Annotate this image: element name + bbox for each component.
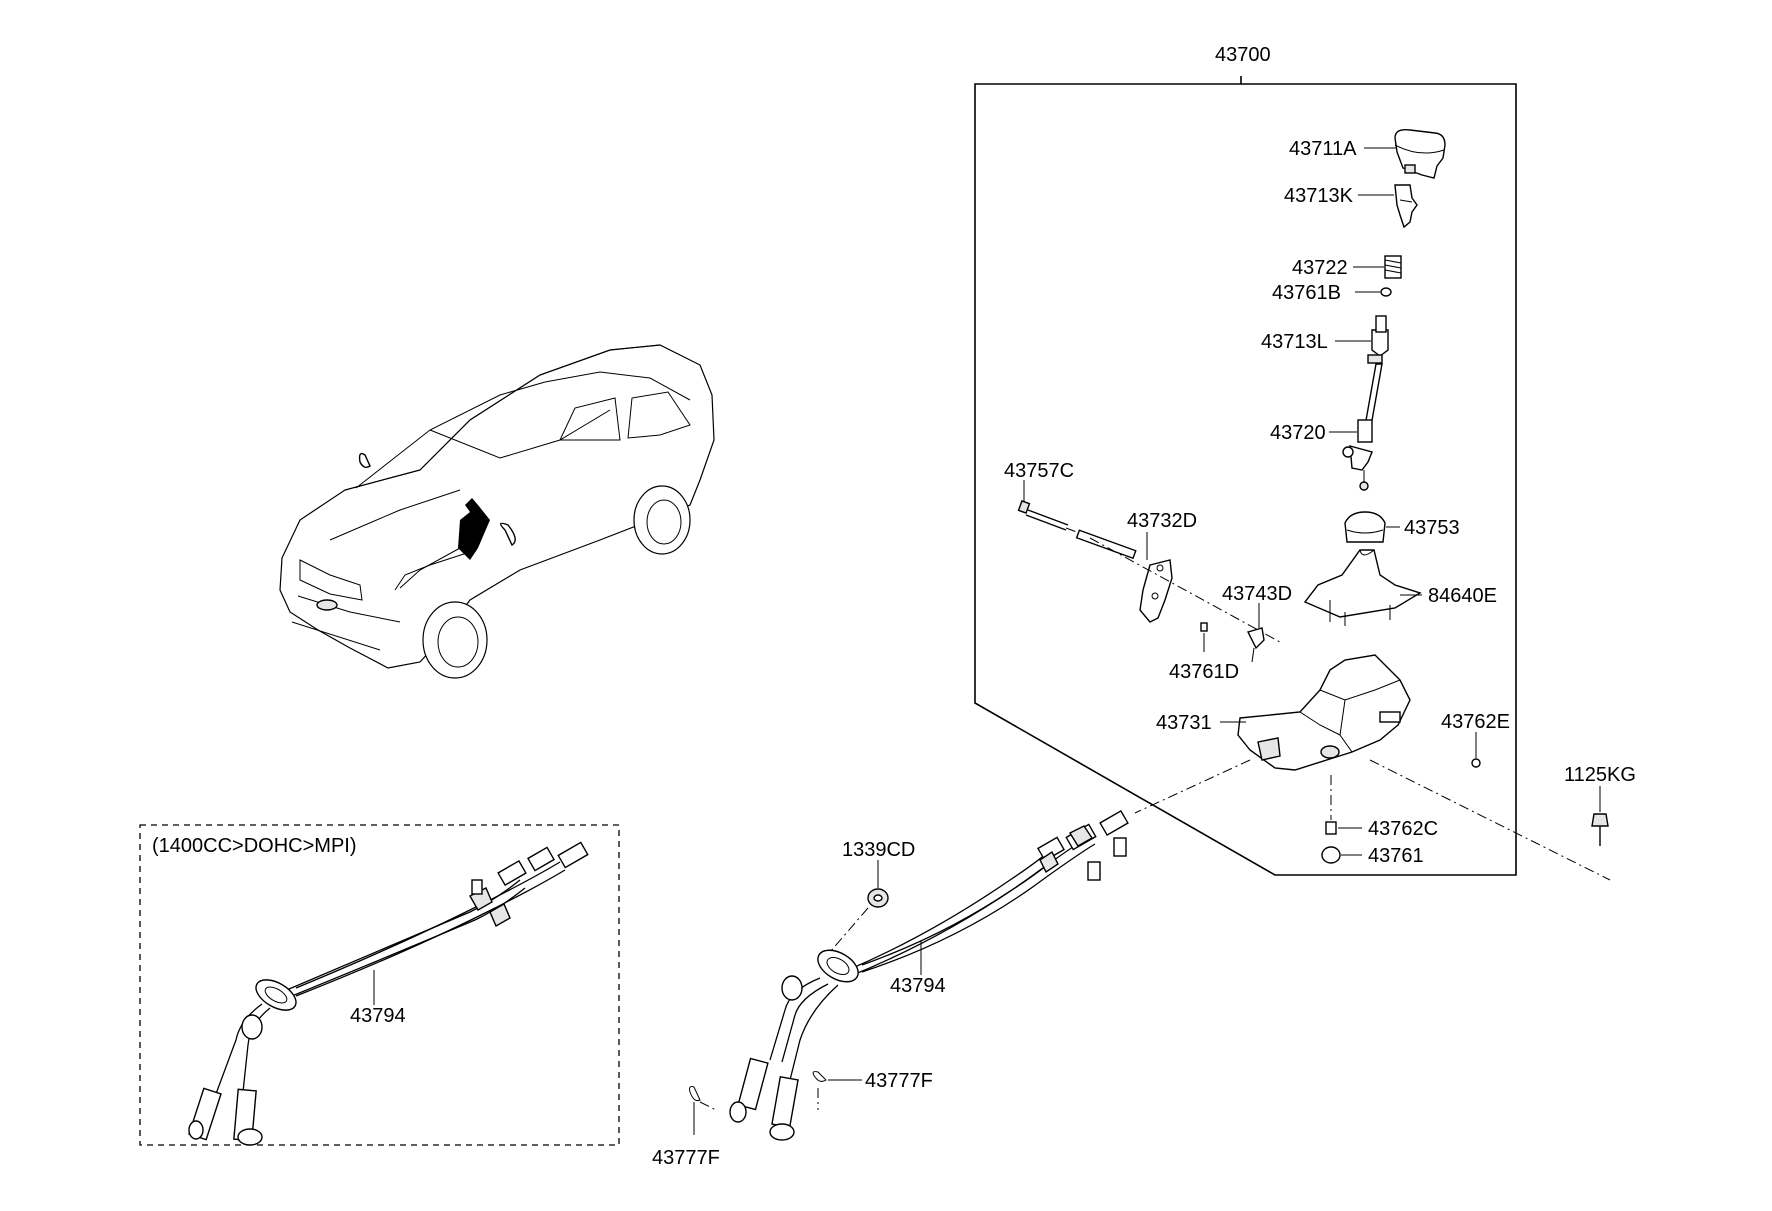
part-43753-shape (1344, 511, 1386, 543)
label-43731[interactable]: 43731 (1156, 712, 1212, 734)
main-cable-assembly (729, 809, 1129, 1141)
label-43711A[interactable]: 43711A (1289, 138, 1357, 160)
assembly-label[interactable]: 43700 (1215, 44, 1271, 66)
part-43713L-shape (1367, 315, 1389, 364)
label-1339CD[interactable]: 1339CD (842, 839, 915, 861)
label-43722[interactable]: 43722 (1292, 257, 1348, 279)
part-43761B-shape (1380, 287, 1392, 297)
label-43757C[interactable]: 43757C (1004, 460, 1074, 482)
label-43713L[interactable]: 43713L (1261, 331, 1328, 353)
label-43753[interactable]: 43753 (1404, 517, 1460, 539)
part-1339CD-shape (867, 888, 889, 908)
part-43731-shape (1237, 654, 1411, 771)
label-84640E[interactable]: 84640E (1428, 585, 1497, 607)
label-43761B[interactable]: 43761B (1272, 282, 1341, 304)
part-43722-shape (1384, 255, 1402, 279)
label-43732D[interactable]: 43732D (1127, 510, 1197, 532)
label-43762C[interactable]: 43762C (1368, 818, 1438, 840)
part-43761D-shape (1200, 622, 1208, 632)
assembly-frame: 43700 (974, 44, 1517, 876)
label-1125KG[interactable]: 1125KG (1564, 764, 1636, 786)
part-43777F-left-shape (689, 1086, 717, 1111)
label-43761D[interactable]: 43761D (1169, 661, 1239, 683)
label-43761[interactable]: 43761 (1368, 845, 1424, 867)
variant-box: (1400CC>DOHC>MPI) (139, 824, 620, 1146)
part-43732D-shape (1075, 529, 1173, 623)
part-43762C-shape (1325, 821, 1337, 835)
part-43743D-shape (1246, 627, 1265, 663)
label-43777F-left[interactable]: 43777F (652, 1147, 720, 1169)
variant-cable-assembly (188, 841, 589, 1146)
part-1125KG-shape (1591, 813, 1609, 846)
part-43711A-shape (1394, 128, 1446, 179)
label-43713K[interactable]: 43713K (1284, 185, 1354, 207)
part-43713K-shape (1394, 184, 1418, 229)
part-43720-shape (1342, 363, 1383, 491)
label-43777F-right[interactable]: 43777F (865, 1070, 933, 1092)
label-43743D[interactable]: 43743D (1222, 583, 1292, 605)
label-43794-variant[interactable]: 43794 (350, 1005, 406, 1027)
label-43762E[interactable]: 43762E (1441, 711, 1510, 733)
variant-label: (1400CC>DOHC>MPI) (152, 835, 357, 857)
part-84640E-shape (1303, 549, 1422, 626)
label-43794-main[interactable]: 43794 (890, 975, 946, 997)
label-43720[interactable]: 43720 (1270, 422, 1326, 444)
part-43761-shape (1321, 846, 1341, 864)
part-43777F-right-shape (812, 1071, 827, 1110)
part-43762E-shape (1471, 758, 1481, 768)
car-illustration (279, 344, 715, 679)
